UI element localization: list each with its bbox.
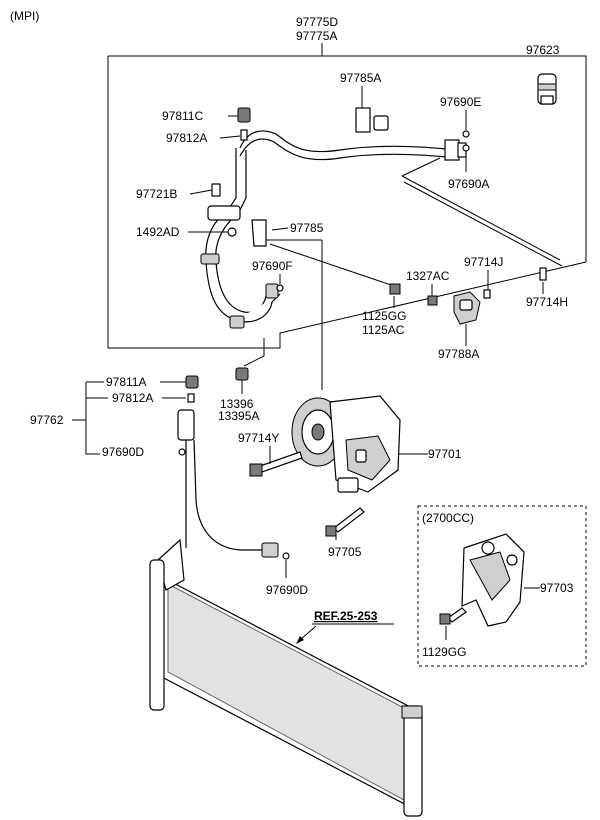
label-97690D-lower: 97690D — [266, 583, 308, 597]
label-97690F: 97690F — [252, 259, 293, 273]
valve-core-97812A — [187, 393, 195, 403]
liquid-pipe — [177, 409, 279, 558]
label-97690E: 97690E — [440, 95, 481, 109]
label-97701: 97701 — [428, 447, 462, 461]
compressor-97701 — [291, 395, 401, 493]
label-97812A: 97812A — [112, 391, 153, 405]
bolt-97714J — [483, 289, 491, 299]
o-ring-97690D-lower — [282, 552, 290, 560]
label-97775A: 97775A — [296, 29, 337, 43]
service-cap-97811C — [237, 107, 251, 123]
label-97714H: 97714H — [526, 295, 568, 309]
bolt-97714H — [539, 267, 547, 281]
o-ring-97690E — [462, 130, 470, 138]
nut-13396 — [235, 367, 249, 381]
label-97785: 97785 — [290, 221, 324, 235]
label-97788A: 97788A — [438, 347, 479, 361]
label-97785A: 97785A — [340, 71, 381, 85]
label-97721B: 97721B — [136, 187, 177, 201]
label-97811A: 97811A — [106, 375, 146, 389]
inset-2700cc — [417, 505, 587, 667]
label-1129GG: 1129GG — [422, 645, 466, 659]
hose-joint-block — [207, 205, 241, 221]
o-ring-97690F — [276, 284, 284, 292]
discharge-hose — [239, 130, 467, 161]
condenser — [149, 538, 423, 817]
label-97714Y: 97714Y — [238, 431, 279, 445]
bolt-97714Y — [249, 451, 303, 477]
label-97811C: 97811C — [162, 109, 203, 123]
label-13396: 13396 — [220, 397, 254, 411]
variant-label: (MPI) — [10, 9, 39, 23]
bolt-97705 — [325, 507, 365, 537]
label-97812A-top: 97812A — [166, 131, 207, 145]
label-97775D: 97775D — [296, 15, 338, 29]
hose-assembly-frame — [107, 55, 587, 349]
label-1125AC: 1125AC — [362, 323, 405, 337]
bracket-97785 — [251, 219, 267, 247]
service-cap-97811A — [185, 375, 199, 389]
receiver-drier-cap — [537, 73, 557, 105]
bolt-1125GG — [389, 283, 401, 295]
o-ring-97690D-upper — [178, 448, 186, 456]
bracket-97785A — [355, 107, 389, 133]
suction-hose — [200, 148, 281, 329]
label-1492AD: 1492AD — [136, 225, 180, 239]
valve-core-97812A — [240, 129, 248, 141]
switch-97721B — [211, 183, 221, 197]
bolt-1129GG — [439, 607, 467, 625]
label-1327AC: 1327AC — [406, 269, 450, 283]
label-97623: 97623 — [526, 43, 560, 57]
label-97690D-upper: 97690D — [102, 445, 144, 459]
label-97714J: 97714J — [464, 255, 503, 269]
clip-1492AD — [227, 227, 237, 237]
inset-title: (2700CC) — [422, 511, 474, 525]
nut-1327AC — [427, 295, 438, 306]
o-ring-97690A — [462, 144, 470, 152]
label-97703: 97703 — [540, 581, 574, 595]
ref-label: REF.25-253 — [314, 609, 378, 623]
label-97705: 97705 — [328, 545, 362, 559]
label-1125GG: 1125GG — [362, 309, 406, 323]
pressure-switch-97788A — [453, 291, 481, 325]
label-13395A: 13395A — [218, 409, 259, 423]
label-97690A: 97690A — [448, 177, 489, 191]
bracket-97703 — [461, 533, 525, 627]
label-97762: 97762 — [30, 413, 64, 427]
